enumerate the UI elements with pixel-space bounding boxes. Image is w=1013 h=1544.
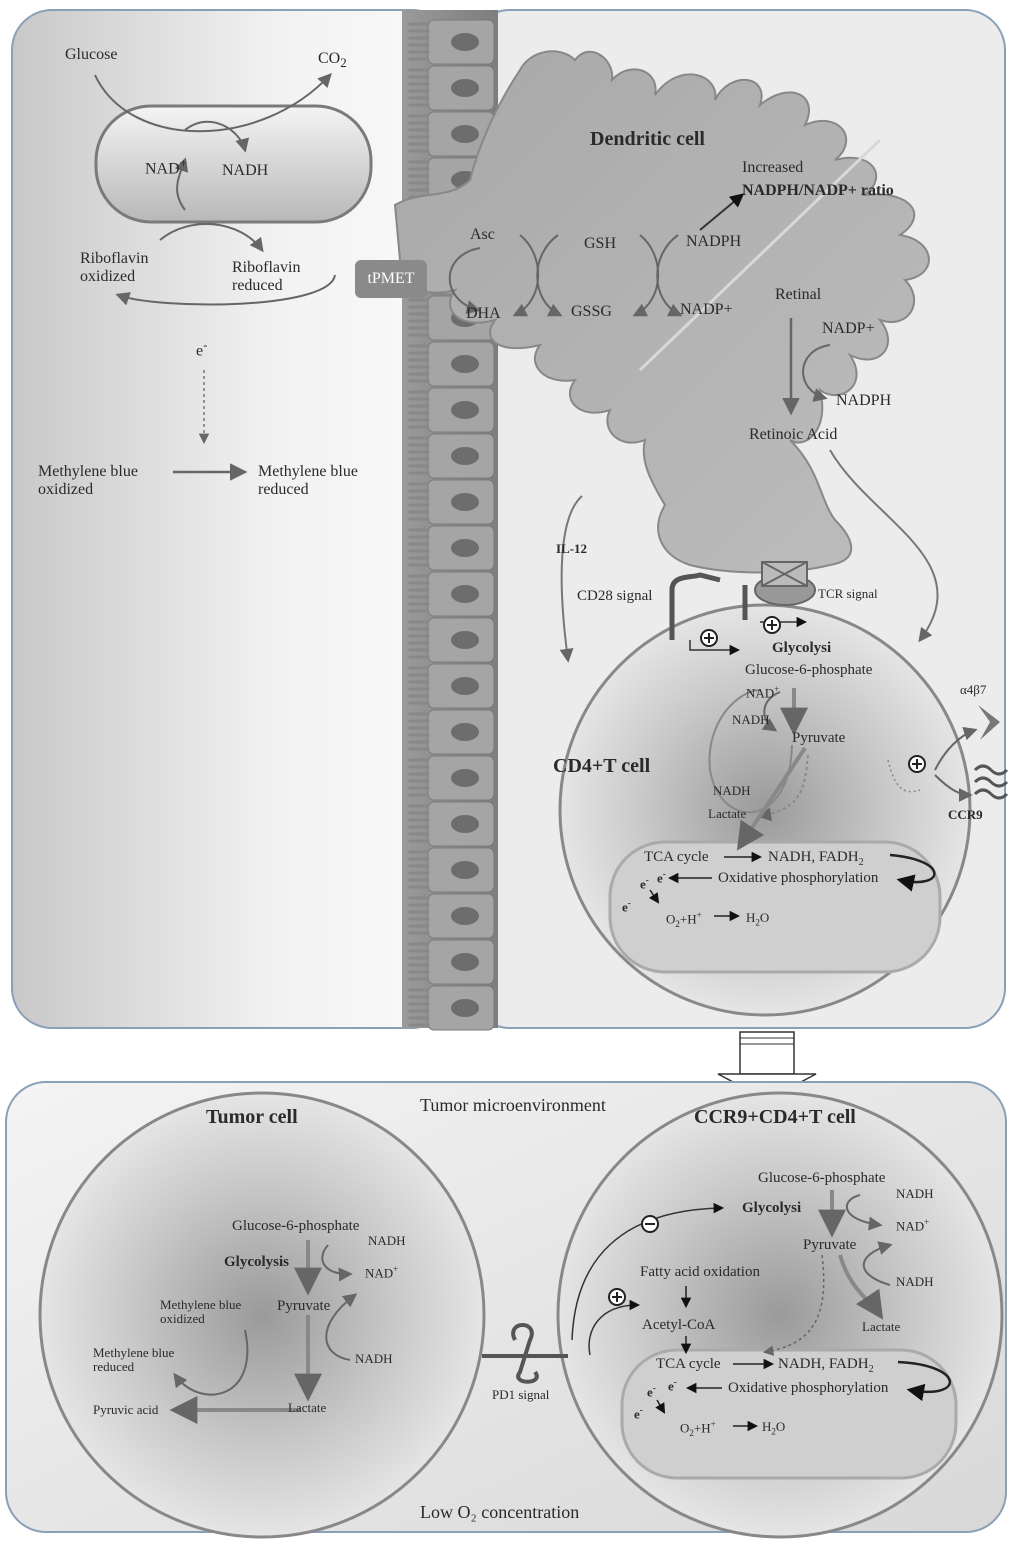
nucleus — [451, 861, 479, 879]
nadp-label-2: NADP+ — [822, 320, 875, 338]
gssg-label: GSSG — [571, 303, 612, 321]
nucleus — [451, 953, 479, 971]
ccr9-fao-label: Fatty acid oxidation — [640, 1264, 760, 1281]
ccr9-nadh2-label: NADH — [896, 1275, 934, 1289]
tumor-mb-red-label: Methylene blue reduced — [93, 1346, 174, 1375]
nadph-label-1: NADPH — [686, 233, 741, 251]
pd1-signal-label: PD1 signal — [492, 1388, 549, 1402]
ccr9-nad-label: NAD+ — [896, 1218, 929, 1234]
tcr-complex-icon — [755, 562, 815, 605]
cd4-e-label-2: e- — [657, 870, 666, 886]
nucleus — [451, 125, 479, 143]
ccr9-pyruvate-label: Pyruvate — [803, 1237, 856, 1254]
mb-reduced-label: Methylene blue reduced — [258, 463, 358, 498]
ccr9-cell-title: CCR9+CD4+T cell — [694, 1106, 856, 1128]
ccr9-nadh-label: NADH — [896, 1187, 934, 1201]
ccr9-e-label-1: e- — [647, 1384, 656, 1400]
ccr9-tca-label: TCA cycle — [656, 1356, 721, 1373]
ccr9-glycolysis-label: Glycolysi — [742, 1200, 801, 1217]
ccr9-label: CCR9 — [948, 808, 983, 822]
cd4-h2o-label: H2O — [746, 911, 769, 928]
tumor-cell-title: Tumor cell — [206, 1106, 298, 1128]
cd4-e-label-3: e- — [622, 899, 631, 915]
nucleus — [451, 815, 479, 833]
nucleus — [451, 677, 479, 695]
nucleus — [451, 585, 479, 603]
dendritic-cell-title: Dendritic cell — [590, 128, 705, 150]
cd4-lactate-label: Lactate — [708, 807, 746, 821]
ccr9-g6p-label: Glucose-6-phosphate — [758, 1170, 885, 1187]
nucleus — [451, 355, 479, 373]
tumor-glycolysis-label: Glycolysis — [224, 1254, 289, 1271]
cd4-o2h-label: O2+H+ — [666, 911, 702, 930]
tumor-nadh-label: NADH — [368, 1234, 406, 1248]
tumor-env-title: Tumor microenvironment — [420, 1096, 606, 1116]
nucleus — [451, 631, 479, 649]
cd4-tca-label: TCA cycle — [644, 849, 709, 866]
nucleus — [451, 79, 479, 97]
tumor-nad-label: NAD+ — [365, 1265, 398, 1281]
cd4-cell-title: CD4+T cell — [553, 755, 650, 777]
nucleus — [451, 447, 479, 465]
tumor-g6p-label: Glucose-6-phosphate — [232, 1218, 359, 1235]
cd4-nadh2-label: NADH — [713, 784, 751, 798]
gsh-label: GSH — [584, 235, 616, 253]
tumor-lactate-label: Lactate — [288, 1401, 326, 1415]
retinoic-acid-label: Retinoic Acid — [749, 426, 837, 444]
cd28-signal-label: CD28 signal — [577, 588, 652, 605]
increased-label: Increased — [742, 159, 803, 177]
tcr-signal-label: TCR signal — [818, 587, 878, 601]
cd4-nadh-label: NADH — [732, 713, 770, 727]
ccr9-o2h-label: O2+H+ — [680, 1420, 716, 1439]
nucleus — [451, 539, 479, 557]
cd4-g6p-label: Glucose-6-phosphate — [745, 662, 872, 679]
tumor-cell — [40, 1093, 484, 1537]
nucleus — [451, 493, 479, 511]
cd4-glycolysis-label: Glycolysi — [772, 640, 831, 657]
nucleus — [451, 33, 479, 51]
ccr9-lactate-label: Lactate — [862, 1320, 900, 1334]
retinal-label: Retinal — [775, 286, 821, 304]
nad-plus-label: NAD+ — [145, 156, 187, 178]
riboflavin-reduced-label: Riboflavin reduced — [232, 259, 300, 294]
cd4-oxphos-label: Oxidative phosphorylation — [718, 870, 878, 887]
glucose-label: Glucose — [65, 46, 117, 64]
asc-label: Asc — [470, 226, 495, 244]
tumor-pyruvic-label: Pyruvic acid — [93, 1403, 158, 1417]
tumor-mb-ox-label: Methylene blue oxidized — [160, 1298, 241, 1327]
electron-label: e- — [196, 338, 207, 360]
il12-label: IL-12 — [556, 542, 587, 556]
dha-label: DHA — [466, 305, 501, 323]
cd4-nadh-fadh-label: NADH, FADH2 — [768, 849, 864, 868]
nucleus — [451, 723, 479, 741]
cd4-e-label-1: e- — [640, 876, 649, 892]
ratio-label: NADPH/NADP+ ratio — [742, 182, 894, 200]
nucleus — [451, 999, 479, 1017]
low-o2-label: Low O₂ concentration — [420, 1503, 579, 1523]
nucleus — [451, 907, 479, 925]
mb-oxidized-label: Methylene blue oxidized — [38, 463, 138, 498]
riboflavin-oxidized-label: Riboflavin oxidized — [80, 250, 148, 285]
ccr9-nadh-fadh-label: NADH, FADH2 — [778, 1356, 874, 1375]
co2-label: CO2 — [318, 50, 347, 70]
tpmet-box: tPMET — [355, 260, 427, 298]
ccr9-acetyl-label: Acetyl-CoA — [642, 1317, 715, 1334]
cd4-pyruvate-label: Pyruvate — [792, 730, 845, 747]
ccr9-oxphos-label: Oxidative phosphorylation — [728, 1380, 888, 1397]
nadh-label: NADH — [222, 162, 268, 180]
tumor-nadh2-label: NADH — [355, 1352, 393, 1366]
a4b7-label: α4β7 — [960, 683, 986, 697]
cd4-nad-label: NAD+ — [746, 685, 779, 701]
nucleus — [451, 769, 479, 787]
ccr9-e-label-2: e- — [668, 1378, 677, 1394]
nadph-label-2: NADPH — [836, 392, 891, 410]
tumor-pyruvate-label: Pyruvate — [277, 1298, 330, 1315]
ccr9-h2o-label: H2O — [762, 1420, 785, 1437]
ccr9-e-label-3: e- — [634, 1406, 643, 1422]
nucleus — [451, 401, 479, 419]
nadp-label-1: NADP+ — [680, 301, 733, 319]
